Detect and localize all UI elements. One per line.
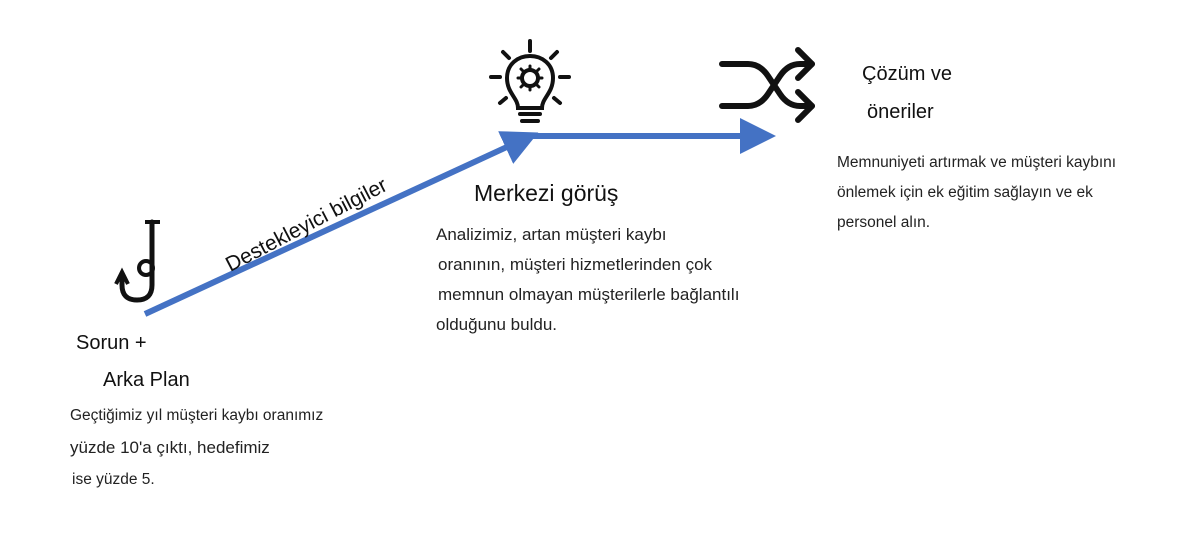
stage1-title-line2: Arka Plan (103, 369, 190, 391)
lightbulb-gear-icon (489, 39, 571, 123)
stage2-body-line: olduğunu buldu. (436, 315, 558, 334)
shuffle-icon (719, 47, 815, 123)
stage2-body-line: Analizimiz, artan müşteri kaybı (436, 225, 667, 244)
stage3-body-line: personel alın. (837, 214, 931, 231)
stage2-body-line: memnun olmayan müşterilerle bağlantılı (438, 285, 740, 304)
stage2-title: Merkezi görüş (474, 180, 619, 206)
supporting-info-arrow (143, 131, 539, 317)
stage3-body-line: önlemek için ek eğitim sağlayın ve ek (837, 184, 1093, 201)
fish-hook-icon (114, 219, 160, 303)
stage3-body-line: Memnuniyeti artırmak ve müşteri kaybını (837, 154, 1117, 171)
stage1-title-line1: Sorun + (76, 332, 147, 354)
stage1-body-line: ise yüzde 5. (72, 471, 155, 488)
stage2-body-line: oranının, müşteri hizmetlerinden çok (438, 255, 713, 274)
stage1-body-line: yüzde 10'a çıktı, hedefimiz (70, 438, 270, 457)
stage1-body-line: Geçtiğimiz yıl müşteri kaybı oranımız (70, 407, 324, 424)
stage3-title-line1: Çözüm ve (862, 63, 953, 85)
stage3-title-line2: öneriler (867, 101, 934, 123)
